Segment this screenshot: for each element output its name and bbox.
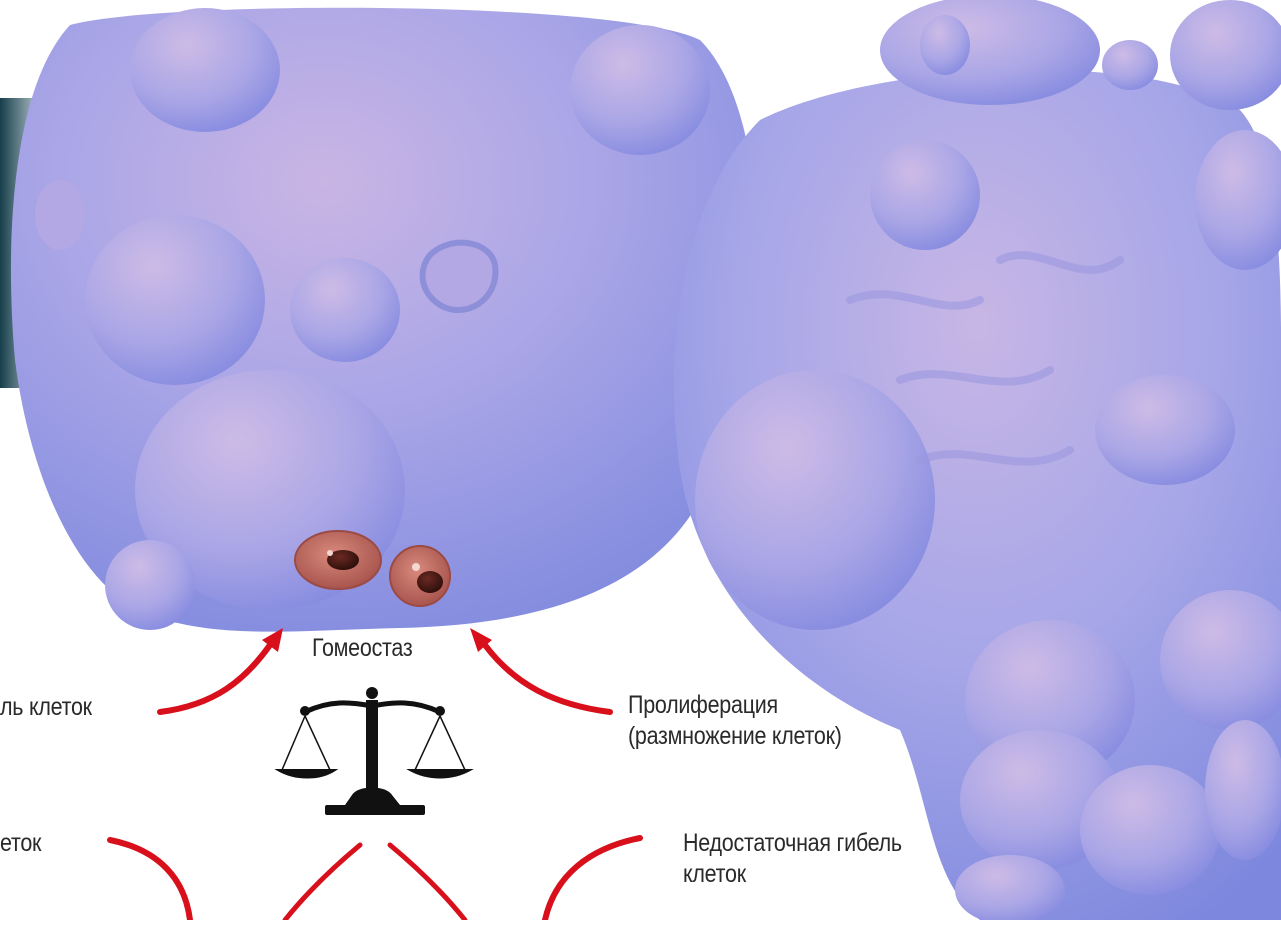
label-cell-death-text: ль клеток bbox=[0, 692, 92, 723]
label-proliferation-line2: (размножение клеток) bbox=[628, 721, 842, 752]
surface-bump bbox=[695, 370, 935, 630]
surface-bump bbox=[1080, 765, 1220, 895]
label-proliferation: Пролиферация (размножение клеток) bbox=[628, 690, 842, 752]
surface-bump bbox=[290, 258, 400, 362]
label-homeostasis: Гомеостаз bbox=[312, 633, 412, 664]
label-cell-death: ль клеток bbox=[0, 692, 92, 723]
surface-bump bbox=[870, 140, 980, 250]
surface-bump bbox=[1095, 375, 1235, 485]
label-insufficient-death: Недостаточная гибель клеток bbox=[683, 828, 902, 890]
surface-bump bbox=[105, 540, 195, 630]
arrow-center-left-lower bbox=[285, 845, 360, 920]
label-cells-left-bottom-text: еток bbox=[0, 828, 41, 859]
label-homeostasis-text: Гомеостаз bbox=[312, 633, 412, 664]
arrow-insufficient-death bbox=[545, 838, 640, 920]
cell-nucleus bbox=[417, 571, 443, 593]
surface-bump bbox=[35, 180, 85, 250]
normal-cell bbox=[11, 8, 756, 632]
arrow-center-right-lower bbox=[390, 845, 465, 920]
label-proliferation-line1: Пролиферация bbox=[628, 690, 842, 721]
label-insufficient-death-line1: Недостаточная гибель bbox=[683, 828, 902, 859]
surface-bump bbox=[85, 215, 265, 385]
arrow-proliferation-to-homeostasis bbox=[485, 645, 610, 712]
tumor-cell bbox=[674, 0, 1281, 920]
arrow-left-lower bbox=[110, 840, 190, 920]
surface-bump bbox=[920, 15, 970, 75]
surface-bump bbox=[130, 8, 280, 132]
membrane-pit bbox=[423, 243, 496, 310]
label-cells-left-bottom: еток bbox=[0, 828, 41, 859]
label-insufficient-death-line2: клеток bbox=[683, 859, 902, 890]
balance-scales-icon bbox=[278, 687, 470, 815]
surface-bump bbox=[570, 25, 710, 155]
surface-bump bbox=[880, 0, 1100, 105]
surface-bump bbox=[1102, 40, 1158, 90]
arrow-cell-death-to-homeostasis bbox=[160, 645, 270, 712]
